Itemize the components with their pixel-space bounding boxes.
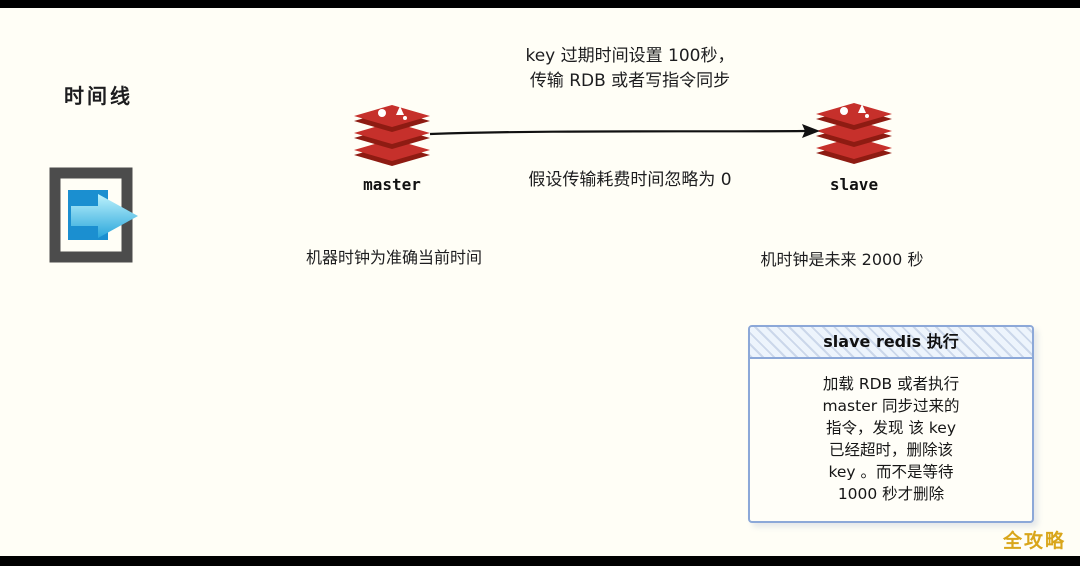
timeline-icon [40,164,146,270]
bottom-letterbox-bar [0,556,1080,566]
arrow-assumption-label: 假设传输耗费时间忽略为 0 [528,170,732,190]
slave-exec-note-box: slave redis 执行 加载 RDB 或者执行 master 同步过来的 … [748,325,1034,523]
redis-master-icon [350,100,434,170]
note-line: 已经超时，删除该 [828,441,953,459]
note-box-title: slave redis 执行 [750,327,1032,359]
arrow-right-icon [429,124,820,138]
master-label: master [363,175,421,194]
redis-stack-icon [354,105,430,166]
watermark: 全攻略 [1002,530,1066,552]
note-line: 指令，发现 该 key [826,419,956,437]
arrow-caption-line1: key 过期时间设置 100秒， [525,46,735,66]
redis-stack-icon [816,103,892,164]
arrow-caption: key 过期时间设置 100秒， 传输 RDB 或者写指令同步 [460,44,800,94]
timeline-label: 时间线 [64,84,133,108]
note-line: 1000 秒才删除 [837,485,945,503]
note-line: master 同步过来的 [822,397,960,415]
arrow-caption-line2: 传输 RDB 或者写指令同步 [529,71,731,91]
timeline-arrow-icon [49,167,138,263]
note-line: 加载 RDB 或者执行 [822,375,960,393]
top-letterbox-bar [0,0,1080,8]
redis-slave-icon [812,98,896,168]
sync-arrow [429,118,822,148]
slave-label: slave [829,175,879,194]
master-clock-note: 机器时钟为准确当前时间 [305,248,482,267]
note-box-body: 加载 RDB 或者执行 master 同步过来的 指令，发现 该 key 已经超… [750,359,1032,521]
slave-clock-note: 机时钟是未来 2000 秒 [760,250,924,269]
note-line: key 。而不是等待 [828,463,954,481]
